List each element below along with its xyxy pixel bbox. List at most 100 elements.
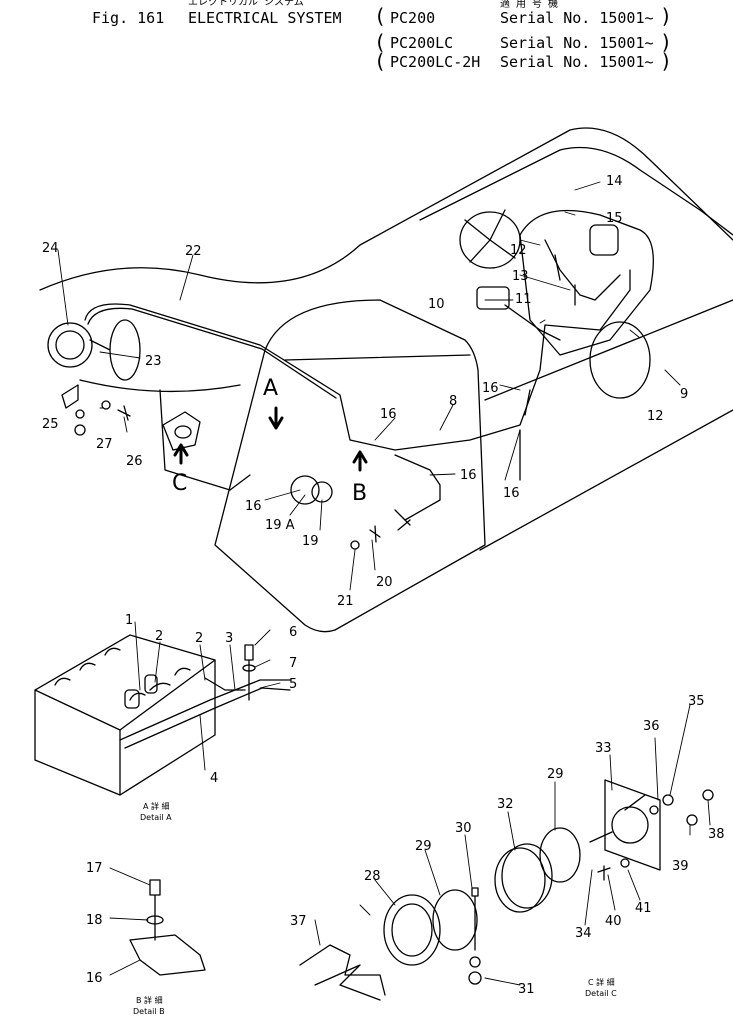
part-18: 18 [86, 913, 103, 928]
paren-close-3: ) [660, 49, 673, 73]
header-jp-title: エレクトリカル システム [188, 0, 304, 8]
harness-upper [544, 239, 621, 301]
part-23: 23 [145, 354, 162, 369]
bracket-33 [604, 779, 661, 871]
cab-inner-line [229, 354, 471, 491]
part-19: 19 [302, 534, 319, 549]
part-11: 11 [515, 292, 532, 307]
part-7: 7 [289, 656, 297, 671]
part-21: 21 [337, 594, 354, 609]
component-10 [476, 286, 510, 310]
model-1: PC200 [390, 9, 436, 27]
fig-label: Fig. 161 [92, 9, 165, 27]
part-17: 17 [86, 861, 103, 876]
paren-close-1: ) [660, 4, 673, 28]
part-30: 30 [455, 821, 472, 836]
part-38: 38 [708, 827, 725, 842]
filter [589, 224, 619, 256]
part-2b: 2 [195, 631, 203, 646]
applicable-jp: 適 用 号 機 [500, 0, 559, 10]
wire-37 [299, 944, 386, 1001]
part-12b: 12 [647, 409, 664, 424]
paren-open-3: ( [374, 49, 387, 73]
part-16e: 16 [245, 499, 262, 514]
counterweight-line [479, 409, 733, 551]
battery [34, 634, 216, 796]
counterweight-line-2 [484, 299, 733, 401]
engine-block [519, 209, 654, 356]
part-28: 28 [364, 869, 381, 884]
bolt-30 [471, 887, 479, 951]
part-12a: 12 [510, 243, 527, 258]
part-14: 14 [606, 174, 623, 189]
detail-b: Detail B [133, 1007, 165, 1016]
part-36: 36 [643, 719, 660, 734]
paren-open-2: ( [374, 30, 387, 54]
part-4: 4 [210, 771, 218, 786]
fan-blades [464, 209, 516, 263]
part-16a: 16 [482, 381, 499, 396]
terminal-1 [124, 689, 140, 709]
part-34: 34 [575, 926, 592, 941]
cab-outline [214, 299, 486, 633]
part-20: 20 [376, 575, 393, 590]
left-frame [79, 379, 241, 491]
part-15: 15 [606, 211, 623, 226]
arrow-a [268, 406, 284, 430]
arrow-c [173, 443, 189, 465]
bracket-25 [61, 384, 79, 409]
part-41: 41 [635, 901, 652, 916]
detail-b-jp: B 詳 細 [136, 995, 163, 1005]
boom-lamp-body [89, 339, 111, 351]
bolt-17 [149, 879, 161, 941]
part-3: 3 [225, 631, 233, 646]
leader-lines [57, 181, 711, 986]
part-31: 31 [518, 982, 535, 997]
part-40: 40 [605, 914, 622, 929]
view-b-label: B [352, 481, 367, 506]
detail-c-jp: C 詳 細 [588, 977, 615, 987]
harness-22 [84, 269, 631, 451]
part-29b: 29 [547, 767, 564, 782]
paren-open-1: ( [374, 4, 387, 28]
serial-1: Serial No. 15001~ [500, 9, 654, 27]
part-5: 5 [289, 677, 297, 692]
serial-2: Serial No. 15001~ [500, 34, 654, 52]
part-16c: 16 [460, 468, 477, 483]
part-1: 1 [125, 613, 133, 628]
part-10: 10 [428, 297, 445, 312]
part-29a: 29 [415, 839, 432, 854]
part-8: 8 [449, 394, 457, 409]
part-19a: 19 A [265, 518, 295, 533]
harness-22b [87, 307, 337, 399]
fig-title: ELECTRICAL SYSTEM [188, 9, 342, 27]
harness-8 [394, 454, 441, 521]
part-2a: 2 [155, 629, 163, 644]
part-33: 33 [595, 741, 612, 756]
model-3: PC200LC-2H [390, 53, 481, 71]
part-22: 22 [185, 244, 202, 259]
bolt-6 [244, 644, 254, 701]
part-39: 39 [672, 859, 689, 874]
part-26: 26 [126, 454, 143, 469]
lamp-c [162, 411, 201, 451]
view-a-label: A [263, 376, 278, 401]
harness-13 [554, 254, 576, 306]
ring-29a [432, 889, 478, 951]
lens-28 [383, 894, 441, 966]
part-16d: 16 [503, 486, 520, 501]
part-13: 13 [512, 269, 529, 284]
engine-hood-outline [419, 146, 733, 236]
part-16f: 16 [86, 971, 103, 986]
ring-29b [539, 827, 581, 883]
part-9: 9 [680, 387, 688, 402]
part-16b: 16 [380, 407, 397, 422]
detail-a: Detail A [140, 813, 172, 822]
part-27: 27 [96, 437, 113, 452]
harness-branch [504, 304, 561, 481]
detail-a-jp: A 詳 細 [143, 801, 170, 811]
serial-3: Serial No. 15001~ [500, 53, 654, 71]
part-32: 32 [497, 797, 514, 812]
paren-close-2: ) [660, 30, 673, 54]
